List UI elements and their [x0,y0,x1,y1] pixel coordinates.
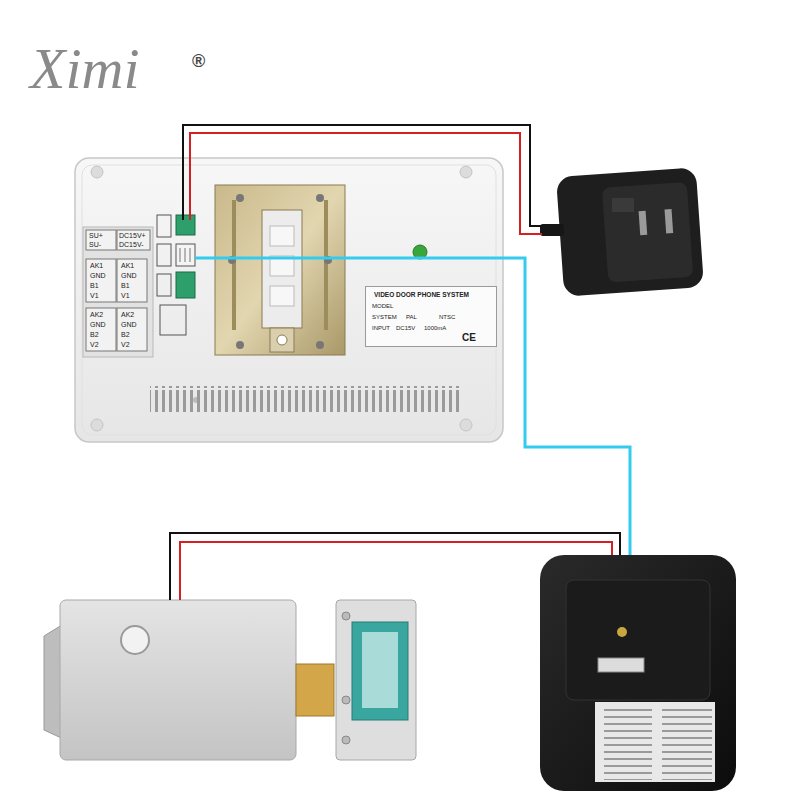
terminal-name: SU- [89,241,101,248]
watermark-logo: Ximi [30,40,140,98]
terminal-name: V2 [121,341,130,348]
sticker-text: DC15V [396,325,415,331]
sticker-text: INPUT [372,325,390,331]
sticker-text: MODEL [372,303,393,309]
power-wire-black [183,125,542,226]
terminal-name: B2 [121,331,130,338]
terminal-name: AK1 [90,262,103,269]
terminal-name: AK2 [90,311,103,318]
sticker-text: 1000mA [424,325,446,331]
indoor-monitor [75,158,503,442]
terminal-name: AK1 [121,262,134,269]
registered-mark: ® [192,52,205,70]
sticker-text: SYSTEM [372,314,397,320]
sticker-text: CE [462,333,476,343]
terminal-name: B1 [121,282,130,289]
power-wire-red [190,133,542,234]
terminal-name: B2 [90,331,99,338]
terminal-name: GND [90,272,106,279]
sticker-text: NTSC [439,314,455,320]
terminal-name: AK2 [121,311,134,318]
terminal-name: DC15V- [119,241,144,248]
terminal-name: GND [90,321,106,328]
sticker-text: VIDEO DOOR PHONE SYSTEM [374,292,469,299]
outdoor-camera [540,555,736,791]
terminal-name: V1 [121,292,130,299]
terminal-name: SU+ [89,232,103,239]
electric-lock [44,600,416,760]
terminal-name: V1 [90,292,99,299]
power-adapter [540,167,704,296]
terminal-name: B1 [90,282,99,289]
terminal-name: GND [121,272,137,279]
sticker-text: PAL [406,314,417,320]
terminal-name: V2 [90,341,99,348]
rating-sticker: VIDEO DOOR PHONE SYSTEM MODEL SYSTEM PAL NTS… [365,286,497,347]
terminal-name: GND [121,321,137,328]
terminal-name: DC15V+ [119,232,146,239]
